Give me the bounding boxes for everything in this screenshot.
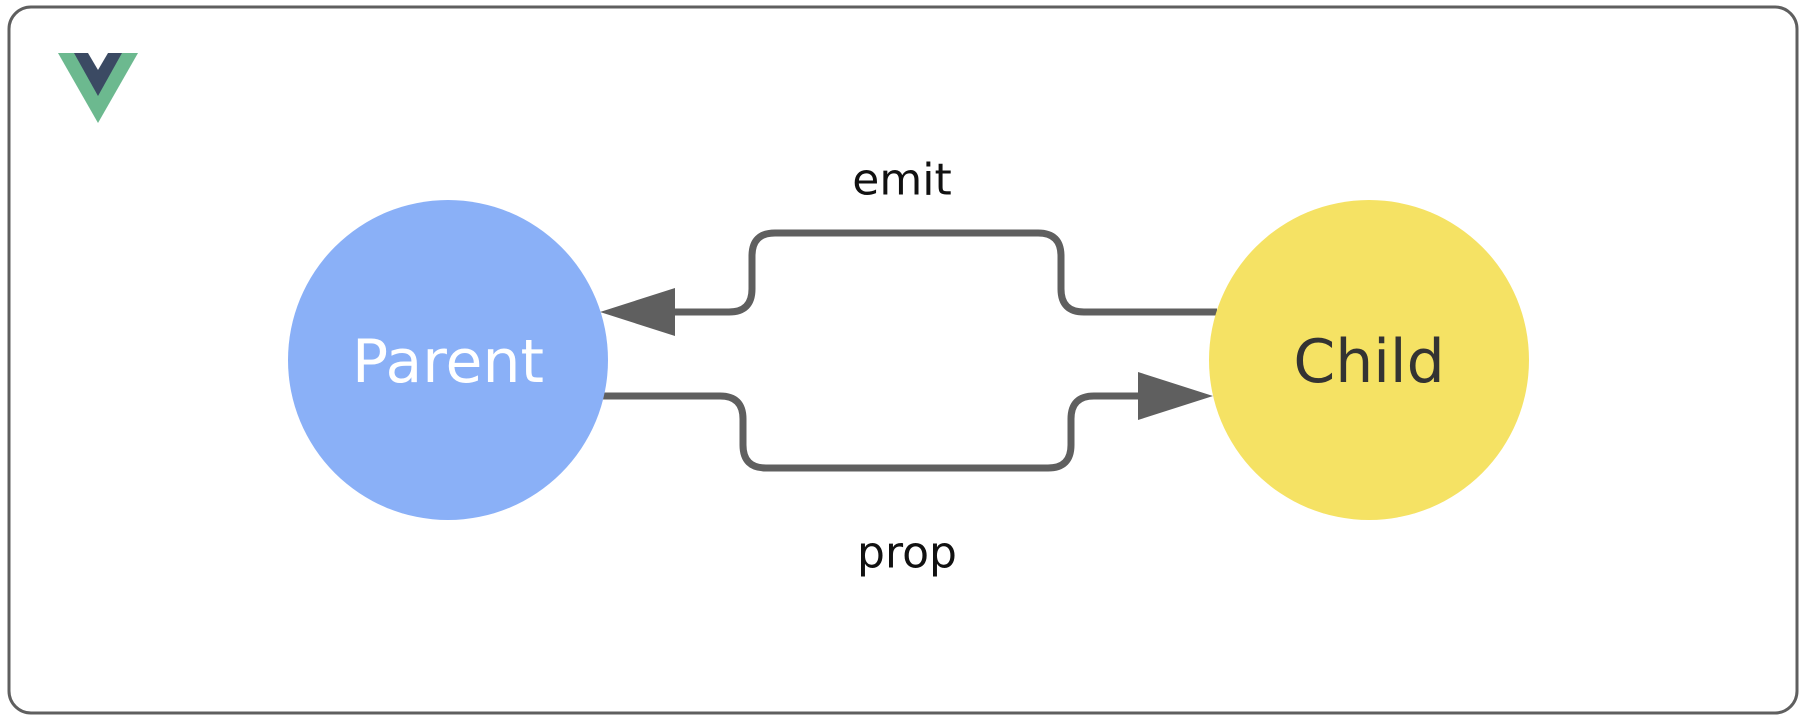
- emit-arrowhead: [600, 288, 675, 336]
- child-circle: [1209, 200, 1529, 520]
- diagram-frame: [7, 5, 1799, 715]
- prop-label: prop: [857, 528, 957, 579]
- emit-label: emit: [852, 155, 951, 206]
- prop-edge: prop: [590, 372, 1213, 579]
- child-label: Child: [1293, 327, 1444, 397]
- parent-circle: [288, 200, 608, 520]
- child-node: Child: [1209, 200, 1529, 520]
- prop-arrowhead: [1138, 372, 1213, 420]
- emit-edge: emit: [600, 155, 1217, 336]
- parent-label: Parent: [352, 327, 544, 397]
- emit-connector: [668, 229, 1217, 316]
- prop-connector: [590, 392, 1145, 472]
- vue-logo-icon: [58, 53, 138, 123]
- parent-node: Parent: [288, 200, 608, 520]
